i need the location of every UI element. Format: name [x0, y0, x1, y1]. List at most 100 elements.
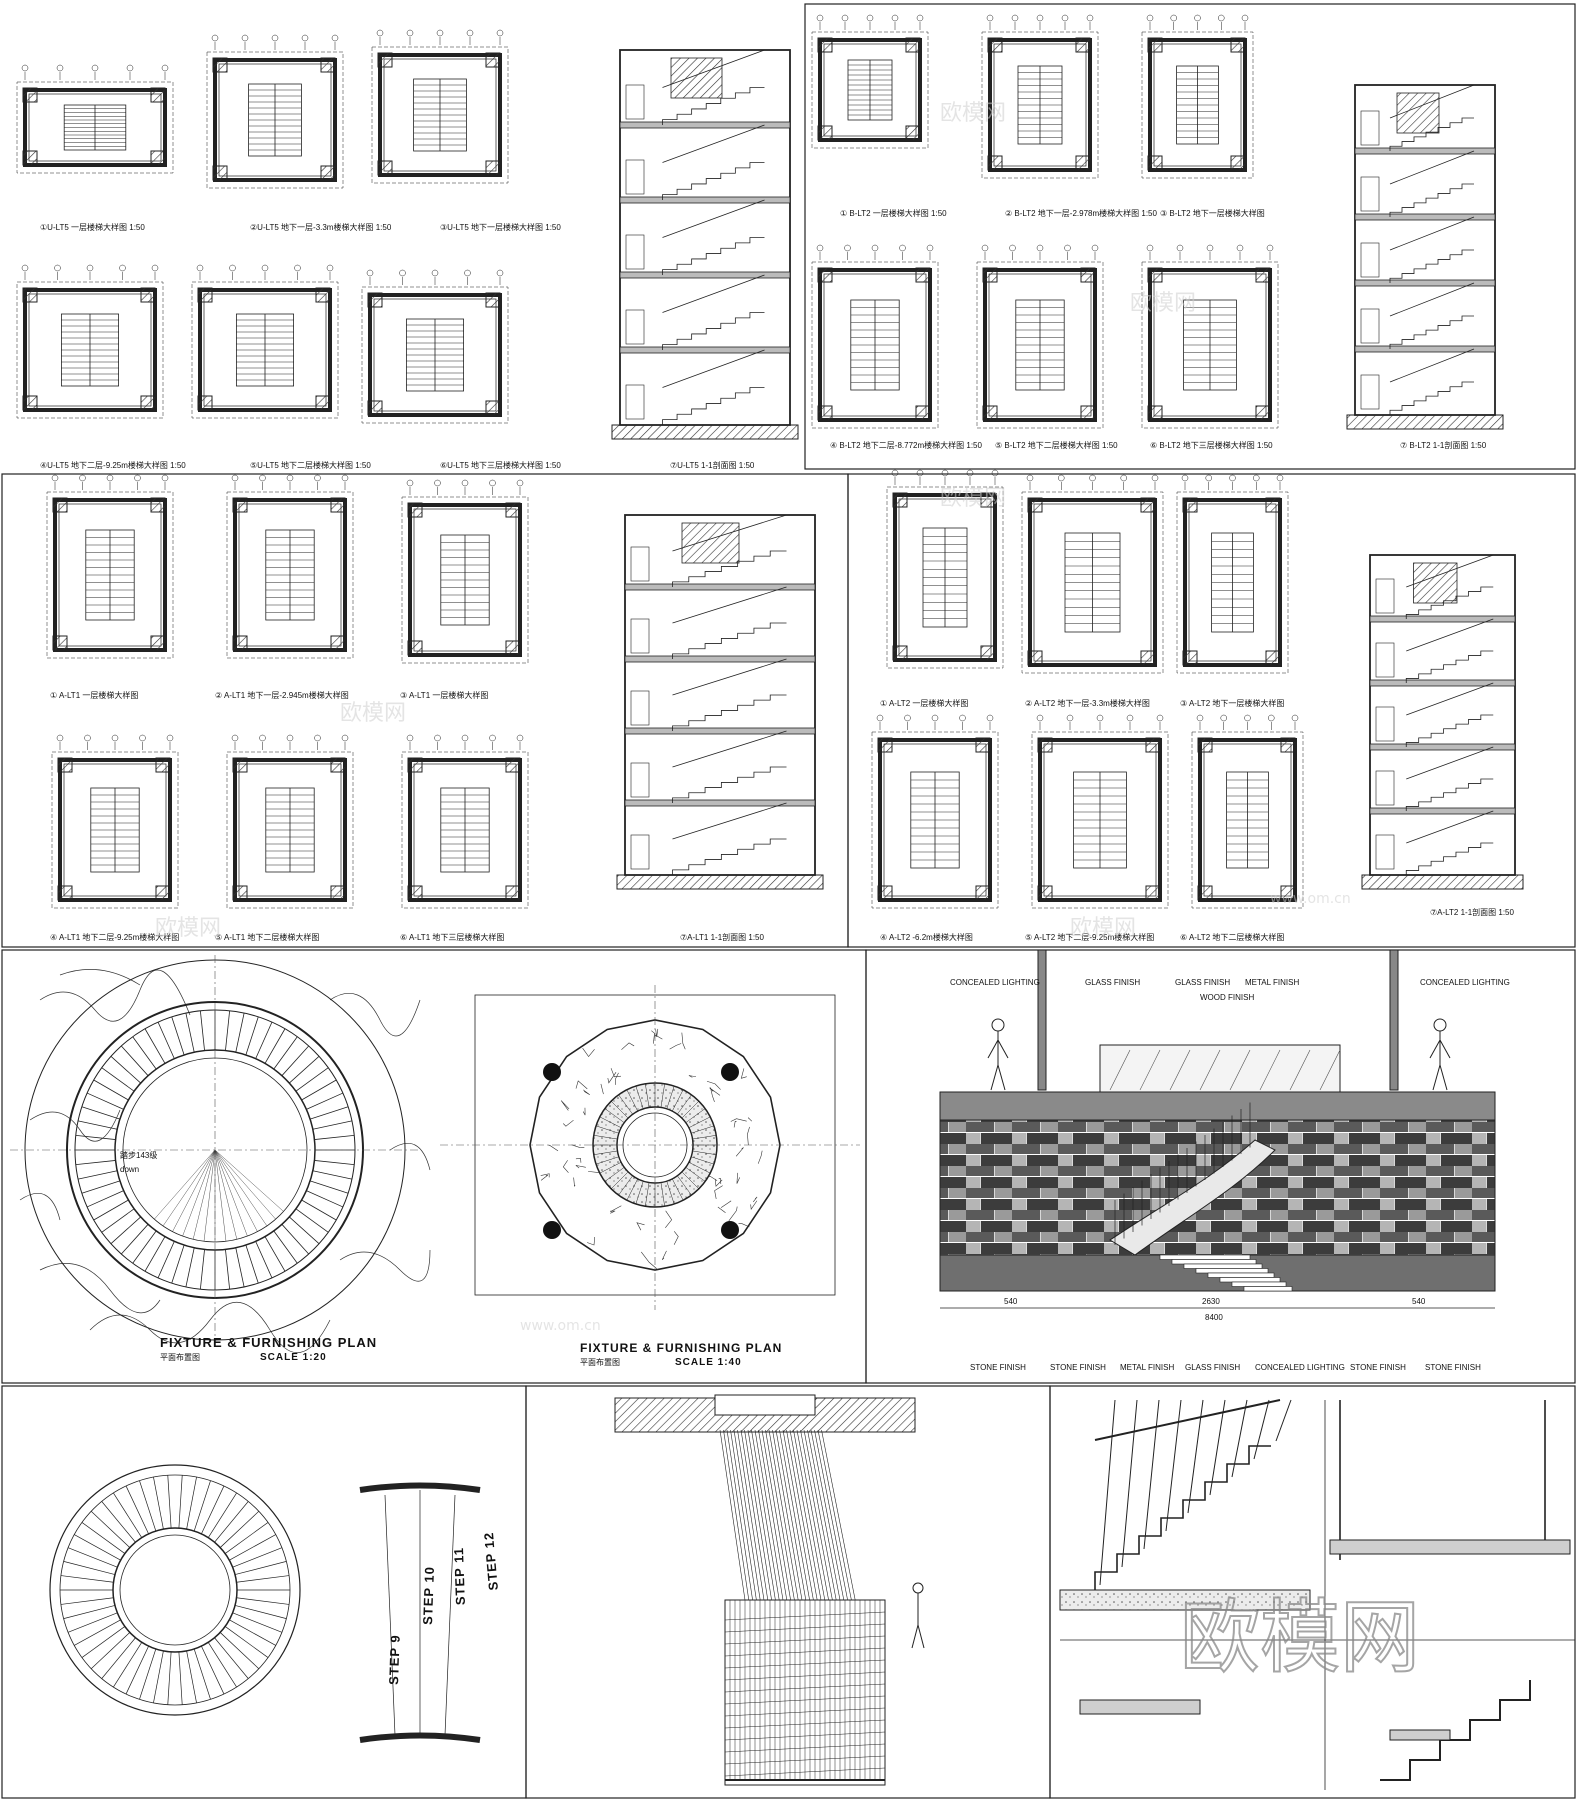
grid-bubble [986, 14, 994, 22]
grid-bubble [341, 474, 349, 482]
stone-crack [736, 1172, 741, 1184]
grid-bubble [1268, 714, 1275, 722]
stair-run [672, 550, 787, 587]
tag: STONE FINISH [1425, 1363, 1481, 1372]
glass-hatch [1199, 1049, 1221, 1091]
gridline [1191, 731, 1304, 909]
door [1360, 242, 1380, 278]
drawing-label: ② A-LT2 地下一层-3.3m楼梯大样图 [1025, 698, 1150, 708]
grid-bubble [1266, 244, 1274, 252]
hanging-rod [754, 1429, 784, 1601]
drawing-label: ⑥ B-LT2 地下三层楼梯大样图 1:50 [1150, 440, 1273, 450]
stone-crack [582, 1048, 595, 1058]
column [52, 635, 68, 651]
grid-bubble [1291, 714, 1299, 722]
stair-plan [226, 474, 354, 659]
stair-run [662, 312, 765, 350]
column [1265, 497, 1281, 513]
grid-bubble [84, 734, 91, 742]
radial-line [214, 1149, 268, 1227]
column [367, 292, 383, 308]
tread [666, 1181, 675, 1205]
tread [125, 1485, 149, 1535]
grid-bubble [1120, 474, 1127, 482]
stair-plan [811, 14, 929, 149]
dim-text: 540 [1004, 1297, 1018, 1306]
stair-run [662, 387, 765, 425]
column [150, 635, 166, 651]
wall-inner [993, 43, 1087, 167]
grid-bubble [434, 734, 441, 742]
drawing-label: ⑦U-LT5 1-1剖面图 1:50 [670, 460, 755, 470]
grid-bubble [119, 264, 126, 272]
watermark: 欧模网 [340, 701, 406, 726]
ground [1361, 874, 1524, 890]
floor-slab [1369, 615, 1516, 623]
stair-run-upper [1389, 282, 1475, 317]
tread [110, 1216, 141, 1244]
stone-crack [560, 1100, 570, 1111]
tread [113, 1492, 143, 1538]
column [407, 885, 423, 901]
tread [193, 1648, 211, 1700]
column [485, 292, 501, 308]
grid-bubble [54, 264, 61, 272]
floor-slab [1369, 743, 1516, 751]
wall [988, 38, 1092, 172]
grid-bubble [314, 474, 321, 482]
grid-bubble [981, 244, 989, 252]
tread [224, 1626, 269, 1658]
grid-bubble [1229, 474, 1236, 482]
stair-run [662, 237, 765, 275]
step [1159, 1254, 1251, 1260]
grid-bubble [79, 474, 86, 482]
ground [1346, 414, 1504, 430]
tread [295, 1208, 329, 1233]
floor-slab [1354, 213, 1496, 221]
door [1375, 834, 1395, 870]
stone-crack [730, 1118, 747, 1122]
railing-baluster [1121, 1399, 1138, 1568]
tread [139, 1480, 157, 1532]
tread [685, 1167, 706, 1182]
column [1147, 155, 1163, 171]
gridline [811, 31, 929, 149]
stone-crack [655, 1028, 659, 1038]
stone-crack [607, 1071, 617, 1084]
column [817, 405, 833, 421]
stone-crack [752, 1196, 758, 1203]
tread [635, 1181, 644, 1205]
radial-line [214, 1149, 238, 1240]
gridline [371, 46, 509, 184]
grid-bubble [1036, 14, 1044, 22]
roof-block [670, 57, 723, 99]
tread [144, 1236, 166, 1272]
stair-run-upper [672, 586, 787, 624]
watermark-large: 欧模网 [1180, 1591, 1420, 1684]
stone-crack [714, 1178, 723, 1187]
stone-crack [718, 1178, 722, 1184]
column [1197, 885, 1213, 901]
stone-crack [728, 1206, 738, 1222]
stone-crack [615, 1072, 619, 1085]
stone-crack [757, 1150, 763, 1164]
wall [983, 268, 1097, 422]
grid-bubble [916, 14, 924, 22]
grid-bubble [126, 64, 134, 72]
grid-bubble [1146, 14, 1154, 22]
hanging-rod [814, 1429, 848, 1601]
gridline [811, 261, 939, 429]
stone-crack [706, 1080, 721, 1090]
stone-crack [575, 1080, 588, 1090]
hanging-rod [817, 1429, 852, 1601]
stone-crack [562, 1160, 569, 1173]
stone-crack [651, 1030, 655, 1044]
column [505, 502, 521, 518]
hanging-rod [786, 1429, 818, 1601]
tread [681, 1171, 700, 1190]
watermarks: 欧模网 欧模网 欧模网 欧模网 欧模网 欧模网 www.om.cn www.om… [155, 101, 1421, 1685]
hanging-rod [733, 1429, 761, 1601]
sheet1-labels: ①U-LT5 一层楼梯大样图 1:50 ②U-LT5 地下一层-3.3m楼梯大样… [40, 222, 755, 470]
tread [225, 1249, 231, 1290]
